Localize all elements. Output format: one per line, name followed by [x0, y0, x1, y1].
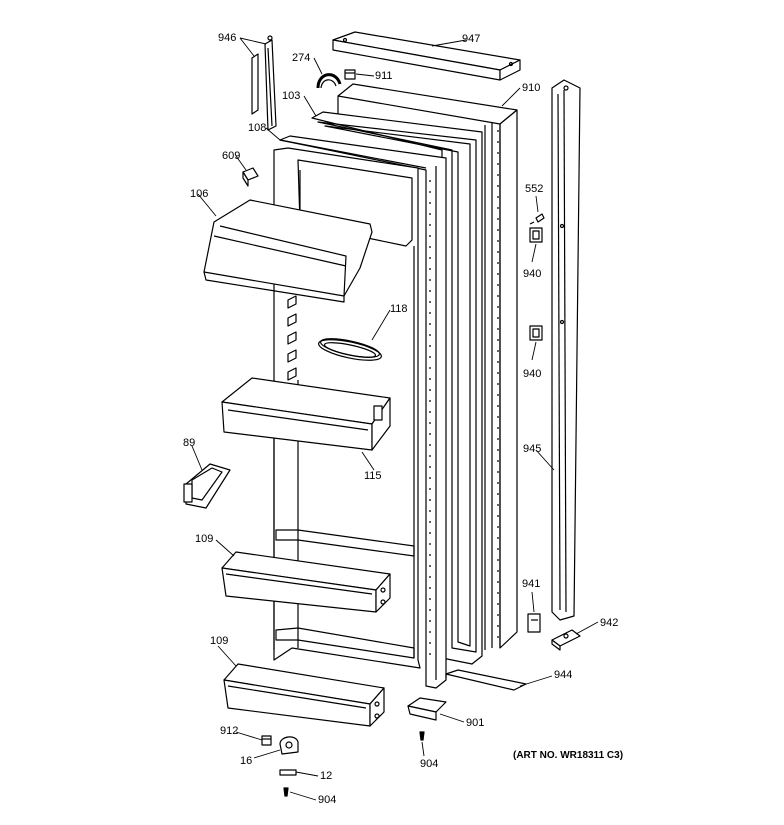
label-609: 609	[222, 150, 241, 162]
hinge-bracket-942	[552, 630, 580, 650]
label-904-right: 904	[420, 758, 439, 770]
screw-904-right	[420, 732, 424, 740]
label-103: 103	[282, 90, 301, 102]
part-901	[408, 698, 446, 720]
label-912: 912	[220, 725, 239, 737]
leader-lines	[192, 38, 598, 800]
label-106: 106	[190, 188, 209, 200]
label-108: 108	[248, 122, 267, 134]
bottom-trim-944	[446, 670, 526, 690]
hinge-940-lower	[530, 326, 542, 340]
label-552: 552	[525, 183, 544, 195]
label-115: 115	[364, 470, 382, 482]
label-940-upper: 940	[523, 268, 542, 280]
label-910: 910	[522, 82, 541, 94]
label-941: 941	[522, 578, 541, 590]
part-912	[262, 736, 271, 745]
cap-911	[345, 70, 355, 79]
clip-609	[243, 168, 258, 186]
label-946: 946	[218, 32, 237, 44]
seal-ring-118	[317, 335, 383, 365]
label-118: 118	[390, 303, 408, 315]
handle-274	[318, 75, 340, 88]
label-274: 274	[292, 52, 311, 64]
label-901: 901	[466, 717, 485, 729]
label-904-bottom: 904	[318, 794, 337, 806]
label-940-lower: 940	[523, 368, 542, 380]
left-trim-946	[252, 36, 276, 130]
hinge-940-upper	[530, 228, 542, 242]
label-109-upper: 109	[195, 533, 214, 545]
screw-904-bottom	[284, 788, 288, 796]
dairy-door-106	[204, 200, 372, 302]
label-12: 12	[320, 770, 333, 782]
part-16	[280, 737, 298, 754]
label-944: 944	[554, 669, 573, 681]
label-942: 942	[600, 617, 619, 629]
part-941	[528, 614, 540, 632]
part-12	[280, 770, 296, 775]
side-trim-945	[552, 80, 580, 620]
door-outer-panel-910	[338, 84, 517, 650]
top-trim-947	[333, 32, 520, 80]
label-945: 945	[523, 443, 542, 455]
door-bin-109-lower	[224, 664, 384, 726]
screw-552	[530, 214, 544, 224]
label-947: 947	[462, 33, 481, 45]
label-16: 16	[240, 755, 253, 767]
door-bin-109-upper	[222, 552, 390, 612]
panel-89	[184, 464, 230, 508]
door-bin-115	[222, 378, 390, 450]
art-number: (ART NO. WR18311 C3)	[513, 750, 624, 761]
label-109-lower: 109	[210, 635, 229, 647]
label-89: 89	[183, 437, 196, 449]
label-911: 911	[375, 70, 393, 82]
